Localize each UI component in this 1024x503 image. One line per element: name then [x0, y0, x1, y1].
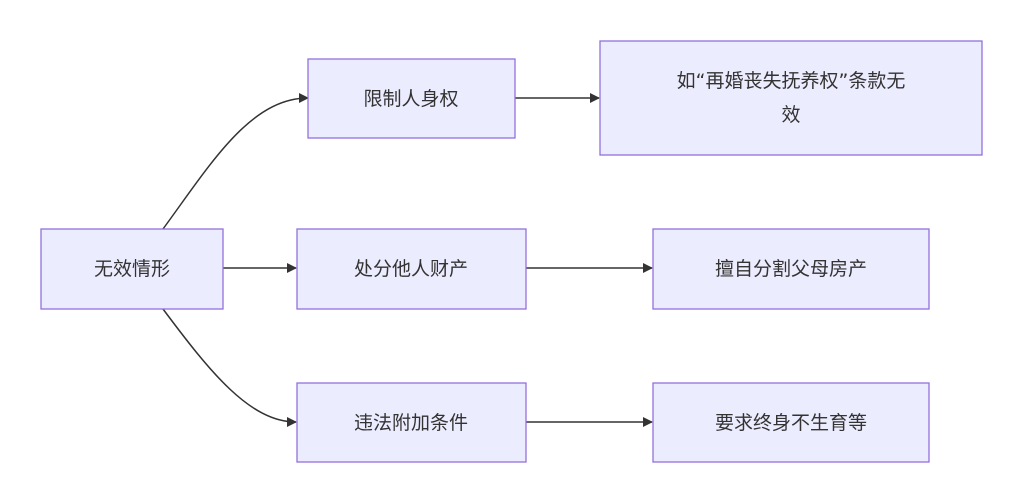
node-c-label: 违法附加条件 [354, 412, 468, 434]
node-b1-label: 擅自分割父母房产 [715, 258, 867, 280]
node-a-label: 限制人身权 [363, 88, 458, 110]
node-b: 处分他人财产 [296, 228, 527, 310]
node-a: 限制人身权 [307, 58, 516, 139]
node-c1-label: 要求终身不生育等 [715, 412, 867, 434]
node-b-label: 处分他人财产 [354, 258, 468, 280]
edge-root-to-a [162, 93, 309, 230]
node-root: 无效情形 [40, 228, 224, 310]
node-c1: 要求终身不生育等 [652, 382, 930, 463]
node-b1: 擅自分割父母房产 [652, 228, 930, 310]
node-a1-label-line1: 如“再婚丧失抚养权”条款无 [677, 70, 906, 92]
node-root-label: 无效情形 [94, 258, 170, 280]
node-a1-label-line2: 效 [781, 104, 800, 126]
node-c: 违法附加条件 [296, 382, 527, 463]
edge-root-to-c [162, 308, 297, 427]
node-a1: 如“再婚丧失抚养权”条款无 效 [599, 40, 983, 156]
